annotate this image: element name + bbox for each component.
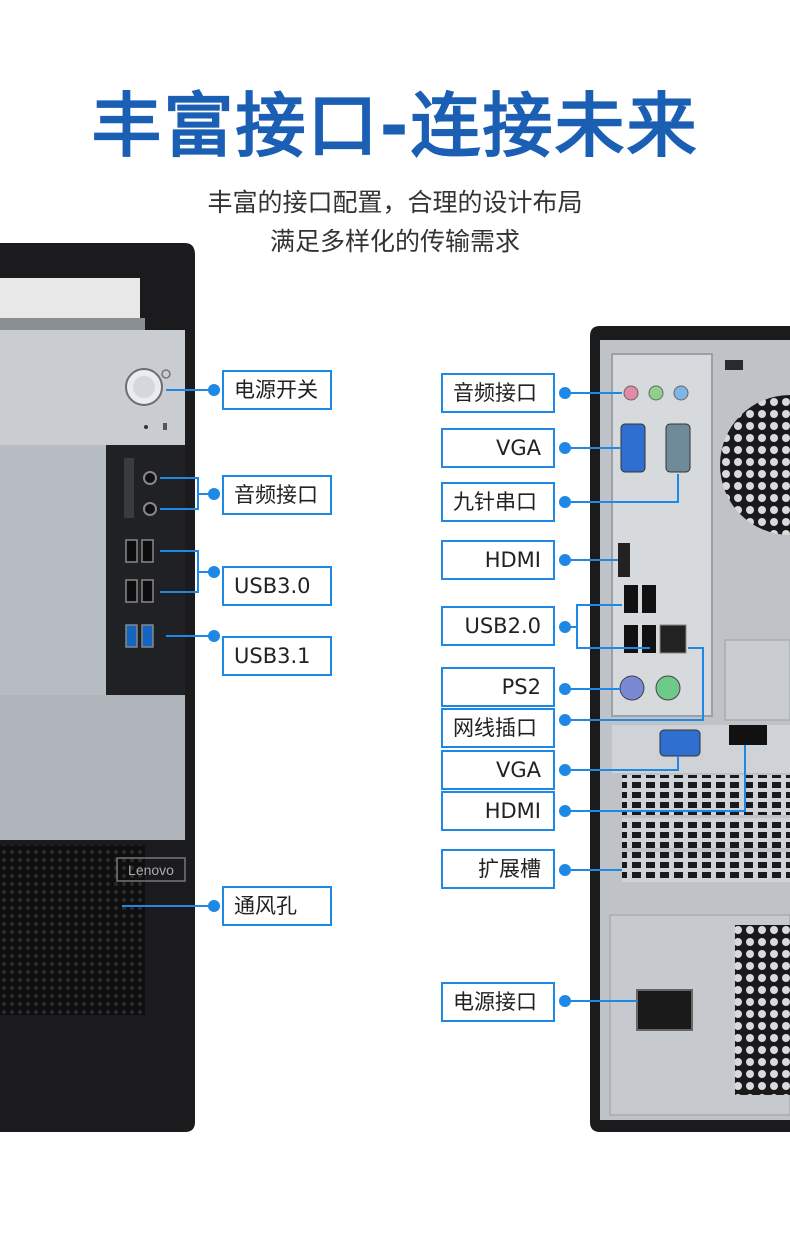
label-rear-ps2: PS2 <box>441 667 555 707</box>
label-rear-expansion-slot: 扩展槽 <box>441 849 555 889</box>
label-rear-network-port: 网线插口 <box>441 708 555 748</box>
lenovo-logo: Lenovo <box>128 862 174 878</box>
label-front-vent: 通风孔 <box>222 886 332 926</box>
label-rear-hdmi-gpu: HDMI <box>441 791 555 831</box>
front-tower <box>0 243 195 1132</box>
label-front-usb30: USB3.0 <box>222 566 332 606</box>
label-front-usb31: USB3.1 <box>222 636 332 676</box>
rear-connector-lines <box>565 392 746 1002</box>
label-rear-hdmi: HDMI <box>441 540 555 580</box>
label-rear-power-port: 电源接口 <box>441 982 555 1022</box>
subtitle-line-1: 丰富的接口配置，合理的设计布局 <box>207 188 583 217</box>
label-rear-serial-port: 九针串口 <box>441 482 555 522</box>
rear-tower <box>590 326 790 1132</box>
label-front-power-switch: 电源开关 <box>222 370 332 410</box>
page-title: 丰富接口-连接未来 <box>91 85 699 167</box>
label-rear-vga: VGA <box>441 428 555 468</box>
rear-connector-dots <box>559 387 571 1007</box>
label-front-audio-port: 音频接口 <box>222 475 332 515</box>
label-rear-audio-port: 音频接口 <box>441 373 555 413</box>
label-rear-usb20: USB2.0 <box>441 606 555 646</box>
label-rear-vga-gpu: VGA <box>441 750 555 790</box>
subtitle-line-2: 满足多样化的传输需求 <box>269 227 520 256</box>
front-connector-dots <box>208 384 220 912</box>
